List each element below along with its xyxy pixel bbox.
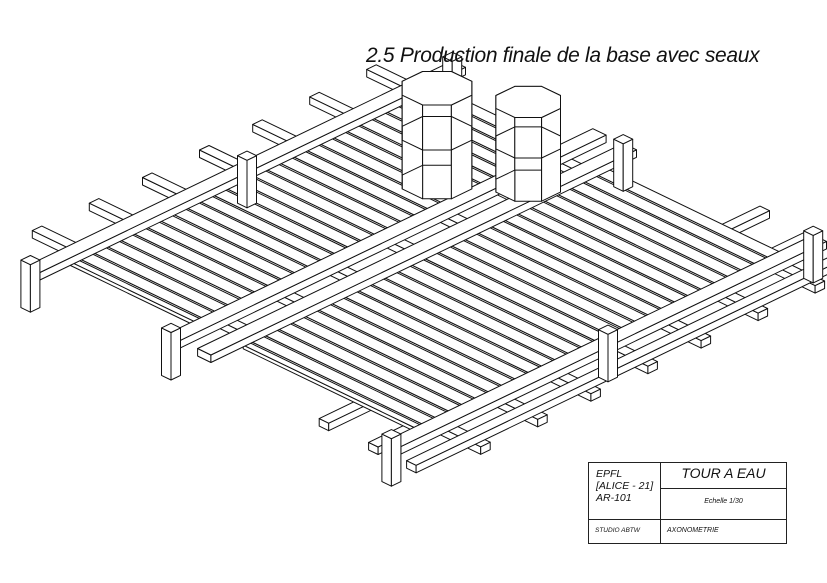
- course-label: AR-101: [596, 492, 632, 504]
- post-1-side-a: [20, 259, 31, 313]
- post-7-side-b: [246, 155, 257, 209]
- school-label: EPFL: [596, 468, 623, 480]
- post-4-side-b: [170, 327, 181, 381]
- drawing-title: 2.5 Production finale de la base avec se…: [366, 44, 760, 67]
- title-block-divider: [661, 488, 786, 489]
- bucket-front-rim: [495, 85, 561, 118]
- post-1-side-b: [29, 259, 41, 313]
- post-0-top: [442, 51, 463, 62]
- bucket-front-band: [495, 126, 561, 159]
- bucket-columns: [401, 71, 561, 202]
- post-2-side-b: [812, 230, 824, 284]
- title-block: EPFL [ALICE - 21] AR-101 TOUR A EAU Eche…: [588, 462, 787, 544]
- scale-label: Echelle 1/30: [704, 498, 743, 505]
- deck-slats: [67, 84, 780, 432]
- post-7-side-a: [237, 155, 248, 209]
- project-title: TOUR A EAU: [681, 465, 766, 481]
- post-3-side-a: [381, 433, 392, 487]
- post-1-top: [20, 255, 41, 266]
- bucket-back-face-7: [450, 94, 473, 200]
- bucket-back-rim: [401, 71, 473, 106]
- post-2-top: [803, 225, 824, 236]
- post-4-side-a: [161, 327, 172, 381]
- post-5-side-b: [622, 138, 634, 192]
- post-4-top: [161, 322, 181, 333]
- view-label: AXONOMETRIE: [667, 527, 719, 534]
- post-5-top: [613, 134, 634, 145]
- post-6-top: [598, 324, 618, 335]
- post-3-top: [381, 429, 402, 440]
- studio-label: STUDIO ABTW: [589, 520, 661, 544]
- title-block-footer: STUDIO ABTW AXONOMETRIE: [589, 519, 786, 544]
- bucket-front-face-7: [541, 107, 561, 202]
- vertical-posts: [20, 51, 824, 487]
- group-label: [ALICE - 21]: [596, 480, 654, 492]
- post-6-side-b: [607, 329, 618, 383]
- bucket-back-band: [401, 116, 473, 151]
- title-block-info: EPFL [ALICE - 21] AR-101: [589, 463, 661, 519]
- post-5-side-a: [613, 138, 624, 192]
- post-2-side-a: [803, 230, 814, 284]
- post-3-side-b: [390, 433, 402, 487]
- post-6-side-a: [598, 329, 609, 383]
- post-7-top: [237, 150, 257, 161]
